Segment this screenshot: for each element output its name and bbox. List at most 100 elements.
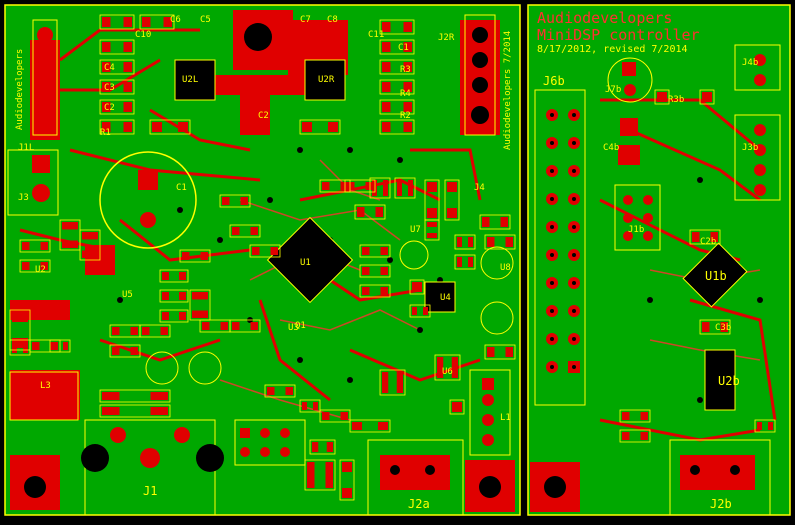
refdes-c2b: C2b xyxy=(700,237,716,247)
solder-pad xyxy=(23,342,28,353)
solder-pad xyxy=(382,122,391,132)
component-outline xyxy=(379,99,415,115)
solder-pad xyxy=(62,222,78,230)
solder-pad xyxy=(102,17,111,27)
refdes-q1: Q1 xyxy=(295,321,306,331)
solder-pad xyxy=(123,122,132,132)
solder-pad xyxy=(427,222,437,227)
solder-pad xyxy=(150,392,168,400)
refdes-j4b: J4b xyxy=(742,58,758,68)
solder-pad xyxy=(451,357,458,378)
refdes-l1: L1 xyxy=(500,413,511,423)
drill-hole xyxy=(572,169,576,173)
component-outline xyxy=(454,234,476,250)
solder-pad xyxy=(250,227,258,235)
component-outline xyxy=(369,177,391,199)
solder-pad xyxy=(468,237,473,247)
component-outline xyxy=(354,204,386,220)
drill-hole xyxy=(550,281,554,285)
drill-hole xyxy=(572,141,576,145)
drill-hole xyxy=(572,281,576,285)
component-outline xyxy=(99,404,171,418)
component-outline xyxy=(754,419,776,433)
solder-pad xyxy=(342,488,352,498)
solder-pad xyxy=(505,347,513,357)
solder-pad xyxy=(362,287,370,295)
solder-pad xyxy=(403,122,412,132)
solder-pad xyxy=(468,257,473,267)
capacitor-c1 xyxy=(99,151,197,249)
solder-pad xyxy=(22,262,30,270)
drill-hole xyxy=(572,309,576,313)
refdes-u1b: U1b xyxy=(705,269,727,283)
component-outline xyxy=(484,234,516,250)
solder-pad xyxy=(179,312,186,320)
component-outline xyxy=(319,409,351,423)
drill-hole xyxy=(550,113,554,117)
solder-pad xyxy=(182,252,190,260)
header-j3b xyxy=(734,114,781,201)
refdes-r4: R4 xyxy=(400,89,411,99)
component-outline xyxy=(139,14,175,30)
solder-pad xyxy=(362,247,370,255)
solder-pad xyxy=(382,62,391,72)
refdes-r1: R1 xyxy=(100,128,111,138)
component-outline xyxy=(9,339,31,356)
solder-pad xyxy=(322,182,330,190)
component-outline xyxy=(299,399,321,413)
solder-pad xyxy=(160,327,168,335)
solder-pad xyxy=(12,312,28,322)
component-outline xyxy=(424,219,440,241)
component-outline xyxy=(479,214,511,230)
component-outline xyxy=(219,194,251,208)
component-outline xyxy=(699,319,731,335)
solder-pad xyxy=(662,92,667,102)
solder-pad xyxy=(102,407,120,415)
solder-pad xyxy=(313,402,318,410)
solder-pad xyxy=(382,372,389,393)
component-outline xyxy=(359,264,391,278)
solder-pad xyxy=(192,310,208,318)
drill-hole xyxy=(572,225,576,229)
solder-pad xyxy=(447,182,457,192)
solder-pad xyxy=(179,292,186,300)
solder-pad xyxy=(720,322,728,332)
solder-pad xyxy=(403,22,412,32)
header-j5 xyxy=(234,419,306,466)
solder-pad xyxy=(500,217,508,227)
drill-hole xyxy=(550,309,554,313)
solder-pad xyxy=(63,342,68,350)
solder-pad xyxy=(657,92,662,102)
solder-pad xyxy=(403,62,412,72)
solder-pad xyxy=(32,342,40,350)
solder-pad xyxy=(437,357,444,378)
solder-pad xyxy=(123,102,132,112)
header-j4b xyxy=(734,44,781,91)
solder-pad xyxy=(347,182,355,190)
component-outline xyxy=(379,79,415,95)
solder-pad xyxy=(312,442,319,452)
drill-hole xyxy=(572,337,576,341)
solder-pad xyxy=(123,82,132,92)
solder-pad xyxy=(178,122,188,132)
solder-pad xyxy=(423,307,428,315)
drill-hole xyxy=(572,253,576,257)
board-date: 8/17/2012, revised 7/2014 xyxy=(537,44,688,55)
solder-pad xyxy=(640,412,648,420)
solder-pad xyxy=(179,272,186,280)
solder-pad xyxy=(457,257,462,267)
component-outline xyxy=(179,249,211,263)
solder-pad xyxy=(202,322,210,330)
refdes-j6b: J6b xyxy=(543,74,565,88)
solder-pad xyxy=(403,42,412,52)
solder-pad xyxy=(123,17,132,27)
refdes-r2: R2 xyxy=(400,111,411,121)
solder-pad xyxy=(62,240,78,248)
solder-pad xyxy=(403,82,412,92)
component-outline xyxy=(434,354,461,381)
solder-pad xyxy=(397,180,402,196)
component-outline xyxy=(99,39,135,55)
solder-pad xyxy=(382,82,391,92)
solder-pad xyxy=(702,322,710,332)
